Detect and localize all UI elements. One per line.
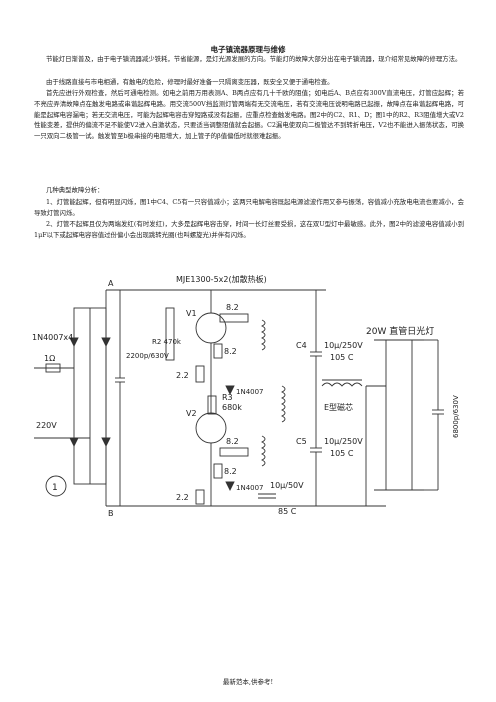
fault-1-paragraph: 1、灯管能起辉，但有明显闪烁，图1中C4、C5有一只容值减小；这两只电解电容既起… (34, 198, 464, 217)
figure-number: 1 (52, 483, 58, 493)
c4-label: C4 (296, 341, 307, 350)
safety-paragraph: 由于线路直接与市电相通，有触电的危险，修理时最好准备一只隔离变压器，既安全又便于… (46, 78, 334, 86)
r-82-a-label: 8.2 (226, 303, 239, 312)
lamp-label: 20W 直管日光灯 (366, 325, 434, 337)
input-resistor-label: 1Ω (44, 354, 55, 363)
r-82-d-label: 8.2 (224, 467, 237, 476)
bottom-cap-value-2: 85 C (278, 507, 297, 516)
r-22-b-label: 2.2 (176, 493, 189, 502)
mains-voltage-label: 220V (36, 421, 57, 430)
r2-label: R2 470k (152, 338, 182, 346)
fault-heading: 几种典型故障分析： (46, 186, 104, 194)
filter-cap-label: 2200p/630V (126, 352, 169, 360)
intro-paragraph: 节能灯日渐普及，由于电子镇流器减少铁耗，节省能源，是灯光源发展的方向。节能灯的故… (46, 55, 462, 63)
transistor-label: MJE1300-5x2(加散热板) (176, 274, 267, 284)
diode-b-label: 1N4007 (236, 484, 264, 492)
r3-value-label: 680k (222, 403, 242, 412)
ballast-circuit-diagram: A B MJE1300-5x2(加散热板) 1N4007x4 1Ω 220V 1… (32, 274, 460, 518)
node-a-label: A (108, 279, 114, 288)
r-22-a-label: 2.2 (176, 371, 189, 380)
page-footer: 最新范本,供参考! (222, 678, 274, 686)
r-82-b-label: 8.2 (224, 347, 237, 356)
page-title: 电子镇流器原理与维修 (210, 45, 286, 54)
r-82-c-label: 8.2 (226, 437, 239, 446)
node-b-label: B (108, 509, 114, 518)
v2-label: V2 (186, 409, 197, 418)
c5-label: C5 (296, 437, 307, 446)
c5-value-1: 10μ/250V (324, 437, 363, 446)
diode-a-label: 1N4007 (236, 388, 264, 396)
c5-value-2: 105 C (330, 449, 354, 458)
bridge-diodes-label: 1N4007x4 (32, 333, 73, 342)
diagnosis-paragraph: 首先应进行外观检查，然后可通电检测。如电之前用万用表测A、B两点应有几十千欧的阻… (34, 89, 464, 141)
e-core-label: E型磁芯 (324, 402, 353, 412)
fault-2-paragraph: 2、灯管不起辉且仅为两端发红(有时发红)，大多是起辉电容击穿，时间一长灯丝要受损… (34, 220, 464, 239)
lamp-cap-label: 6800p/630V (452, 395, 460, 438)
c4-value-2: 105 C (330, 353, 354, 362)
c4-value-1: 10μ/250V (324, 341, 363, 350)
r3-label: R3 (222, 393, 233, 402)
bottom-cap-value-1: 10μ/50V (270, 481, 304, 490)
v1-label: V1 (186, 309, 197, 318)
